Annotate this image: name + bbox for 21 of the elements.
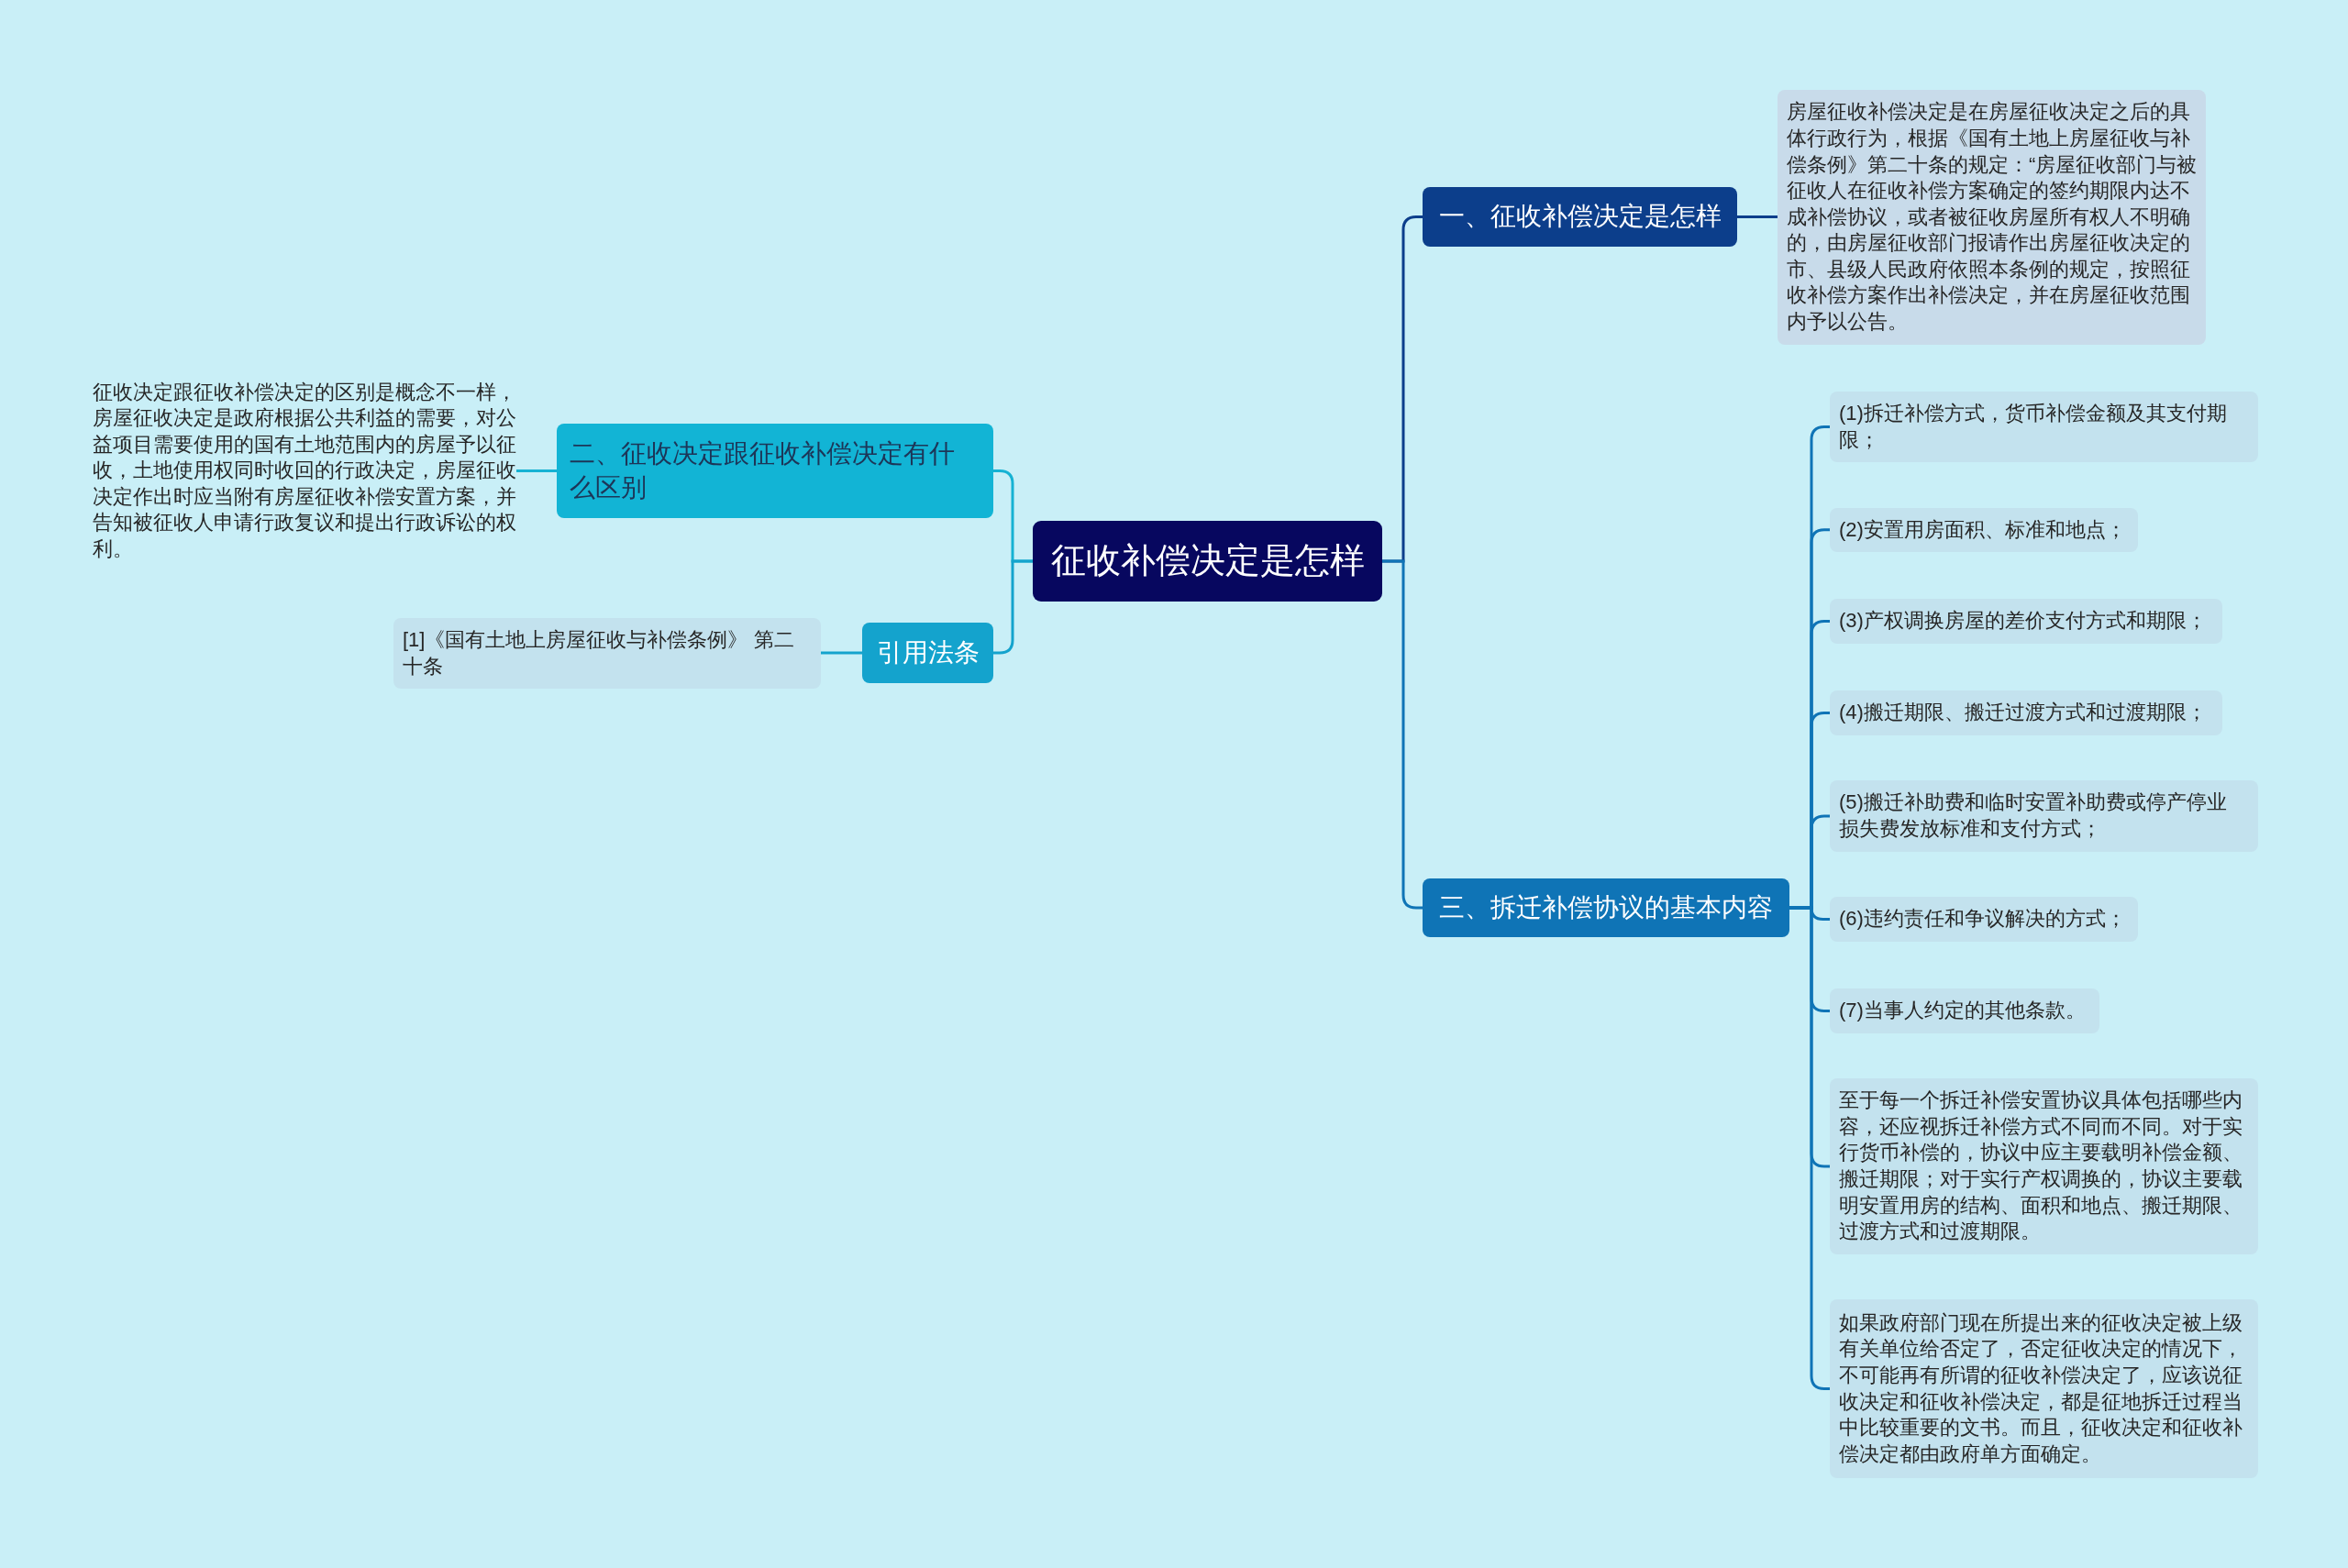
subtopic-box: (7)当事人约定的其他条款。 — [1830, 988, 2099, 1033]
central-topic-box: 征收补偿决定是怎样 — [1033, 521, 1382, 602]
subtopic-box: (2)安置用房面积、标准和地点； — [1830, 507, 2138, 553]
subtopic-box: [1]《国有土地上房屋征收与补偿条例》 第二十条 — [393, 618, 821, 690]
connector-line — [516, 469, 557, 472]
branch-topic-box: 三、拆迁补偿协议的基本内容 — [1423, 878, 1789, 937]
subtopic-box: (1)拆迁补偿方式，货币补偿金额及其支付期限； — [1830, 392, 2258, 463]
note-text: 征收决定跟征收补偿决定的区别是概念不一样，房屋征收决定是政府根据公共利益的需要，对公益项目需要使用的国有土地范围内的房屋予以征收，土地使用权同时收回的行政决定，房屋征收决定作出时应当附有房屋征收补偿安置方案，并告知被征收人申请行政复议和提出行政诉讼的权利。 — [93, 379, 516, 563]
note-box: 房屋征收补偿决定是在房屋征收决定之后的具体行政行为，根据《国有土地上房屋征收与补偿条例》第二十条的规定：“房屋征收部门与被征收人在征收补偿方案确定的签约期限内达不成补偿协议，或者被征收房屋所有权人不明确的，由房屋征收部门报请作出房屋征收决定的市、县级人民政府依照本条例的规定，按照征收补偿方案作出补偿决定，并在房屋征收范围内予以公告。 — [1778, 90, 2206, 345]
branch-topic-box: 引用法条 — [862, 623, 993, 683]
branch-topic-box: 一、征收补偿决定是怎样 — [1423, 187, 1737, 247]
subtopic-box: 至于每一个拆迁补偿安置协议具体包括哪些内容，还应视拆迁补偿方式不同而不同。对于实行货币补偿的，协议中应主要载明补偿金额、搬迁期限；对于实行产权调换的，协议主要载明安置用房的结构、面积和地点、搬迁期限、过渡方式和过渡期限。 — [1830, 1078, 2258, 1254]
branch-topic-box: 二、征收决定跟征收补偿决定有什么区别 — [557, 424, 993, 518]
connector-line — [821, 651, 862, 655]
subtopic-box: (6)违约责任和争议解决的方式； — [1830, 897, 2138, 942]
subtopic-box: (5)搬迁补助费和临时安置补助费或停产停业损失费发放标准和支付方式； — [1830, 780, 2258, 852]
connector-line — [1737, 215, 1778, 218]
subtopic-box: 如果政府部门现在所提出来的征收决定被上级有关单位给否定了，否定征收决定的情况下，不可能再有所谓的征收补偿决定了，应该说征收决定和征收补偿决定，都是征地拆迁过程当中比较重要的文书。而且，征收决定和征收补偿决定都由政府单方面确定。 — [1830, 1299, 2258, 1478]
connector-line — [993, 559, 1033, 655]
subtopic-box: (3)产权调换房屋的差价支付方式和期限； — [1830, 599, 2222, 644]
subtopic-box: (4)搬迁期限、搬迁过渡方式和过渡期限； — [1830, 690, 2222, 735]
